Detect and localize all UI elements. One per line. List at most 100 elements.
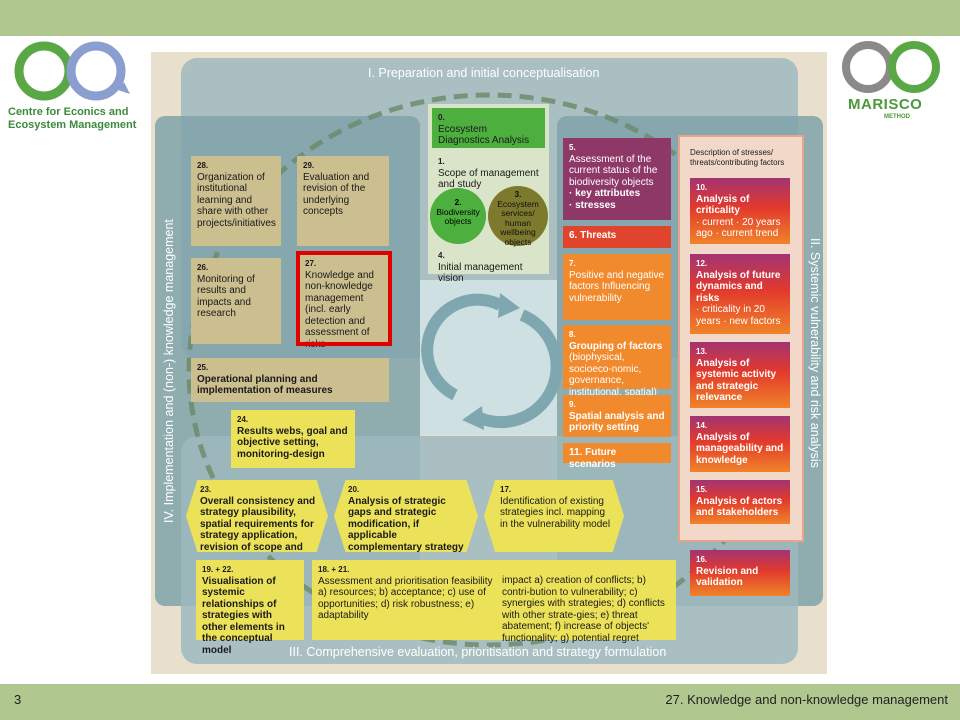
step-23: 23. Overall consistency and strategy pla… [186,480,328,552]
section-4-label: IV. Implementation and (non-) knowledge … [162,219,176,523]
step-14-text: Analysis of manageability and knowledge [696,431,784,466]
step-1-text: Scope of management and study [438,167,539,191]
step-9: 9. Spatial analysis and priority setting [563,395,671,437]
slide-number: 3 [14,692,22,707]
step-6: 6. Threats [563,226,671,248]
slide-title: 27. Knowledge and non-knowledge manageme… [665,692,948,707]
step-18-number: 18. + 21. [318,565,350,574]
section-3-label: III. Comprehensive evaluation, prioritis… [289,645,667,659]
step-10: 10. Analysis of criticality · current · … [690,178,790,244]
logo-text-line2: Ecosystem Management [8,119,137,131]
step-29-number: 29. [303,161,315,170]
step-20: 20. Analysis of strategic gaps and strat… [334,480,478,552]
step-17-number: 17. [500,485,512,494]
step-9-number: 9. [569,400,576,409]
step-13-number: 13. [696,347,708,356]
step-3: 3. Ecosystem services/ human wellbeing o… [488,186,548,246]
marisco-sub: METHOD [884,114,910,120]
step-19-number: 19. + 22. [202,565,234,574]
step-4-text: Initial management vision [438,261,523,285]
step-15: 15. Analysis of actors and stakeholders [690,480,790,524]
step-26-number: 26. [197,263,209,272]
step-0-number: 0. [438,113,445,122]
step-10-text: Analysis of criticality [696,193,750,217]
step-29: 29. Evaluation and revision of the under… [297,156,389,246]
marisco-name: MARISCO [848,96,923,113]
step-14: 14. Analysis of manageability and knowle… [690,416,790,472]
step-5-text: Assessment of the current status of the … [569,153,658,188]
step-16-text: Revision and validation [696,565,759,589]
section-1-label: I. Preparation and initial conceptualisa… [368,66,600,80]
step-28-number: 28. [197,161,209,170]
step-10-sub: · current · 20 years ago · current trend [696,216,781,240]
step-8-text: Grouping of factors [569,340,663,352]
step-18: 18. + 21. Assessment and prioritisation … [312,560,676,644]
step-8-sub: (biophysical, socioeco-nomic, governance… [569,352,657,398]
step-2-text: Biodiversity objects [436,206,480,226]
marisco-logo: MARISCO METHOD [836,38,956,128]
step-10-number: 10. [696,183,708,192]
step-12-number: 12. [696,259,708,268]
step-27-highlight [296,251,392,346]
step-24: 24. Results webs, goal and objective set… [231,410,355,468]
logo-text-line1: Centre for Econics and [8,106,129,118]
step-12-text: Analysis of future dynamics and risks [696,269,781,304]
step-18-text: Assessment and prioritisation feasibilit… [318,575,493,622]
step-11: 11. Future scenarios [563,443,671,470]
step-20-text: Analysis of strategic gaps and strategic… [348,495,464,553]
cycle-arrows-icon [421,293,563,430]
step-16-number: 16. [696,555,708,564]
step-1-number: 1. [438,157,445,166]
step-13-text: Analysis of systemic activity and strate… [696,357,777,404]
step-29-text: Evaluation and revision of the underlyin… [303,171,370,218]
step-7-number: 7. [569,259,576,268]
step-26-text: Monitoring of results and impacts and re… [197,273,255,320]
top-band [0,0,960,36]
step-3-text: Ecosystem services/ human wellbeing obje… [497,198,539,247]
step-5-bullet-1: · key attributes [569,188,641,199]
step-12-sub: · criticality in 20 years · new factors [696,304,781,327]
infinity-loop-icon [14,41,130,101]
step-5: 5. Assessment of the current status of t… [563,138,671,220]
step-1: 1. Scope of management and study [432,152,545,191]
step-14-number: 14. [696,421,708,430]
step-8: 8. Grouping of factors (biophysical, soc… [563,325,671,398]
step-25-number: 25. [197,363,209,372]
step-3-number: 3. [514,190,522,199]
step-2: 2. Biodiversity objects [430,188,486,244]
step-0: 0. Ecosystem Diagnostics Analysis [432,108,545,148]
step-5-number: 5. [569,143,576,152]
step-19: 19. + 22. Visualisation of systemic rela… [196,560,304,656]
step-9-text: Spatial analysis and priority setting [569,410,665,434]
step-4-number: 4. [438,251,445,260]
step-23-text: Overall consistency and strategy plausib… [200,495,316,553]
step-26: 26. Monitoring of results and impacts an… [191,258,281,344]
econics-logo: Centre for Econics and Ecosystem Managem… [6,38,146,138]
step-17-text: Identification of existing strategies in… [500,495,611,530]
step-27-number: 27. [305,259,317,268]
step-20-number: 20. [348,485,360,494]
step-0-text: Ecosystem Diagnostics Analysis [438,123,530,147]
step-23-number: 23. [200,485,212,494]
step-24-number: 24. [237,415,249,424]
step-7-text: Positive and negative factors Influencin… [569,269,665,304]
step-18-impact: impact a) creation of conflicts; b) cont… [502,575,665,644]
step-15-text: Analysis of actors and stakeholders [696,495,783,519]
step-13: 13. Analysis of systemic activity and st… [690,342,790,408]
marisco-loop-icon [842,41,940,93]
bottom-band [0,684,960,720]
step-4: 4. Initial management vision [432,246,545,284]
section-2-label: II. Systemic vulnerability and risk anal… [808,238,822,468]
step-15-number: 15. [696,485,708,494]
step-19-text: Visualisation of systemic relationships … [202,575,285,656]
description-header: Description of stresses/ threats/contrib… [690,148,785,167]
step-25-text: Operational planning and implementation … [197,373,333,397]
step-5-bullet-2: · stresses [569,199,616,211]
step-25: 25. Operational planning and implementat… [191,358,389,402]
step-16: 16. Revision and validation [690,550,790,596]
step-7: 7. Positive and negative factors Influen… [563,254,671,320]
step-28-text: Organization of institutional learning a… [197,171,276,229]
step-12: 12. Analysis of future dynamics and risk… [690,254,790,334]
step-24-text: Results webs, goal and objective setting… [237,425,348,460]
step-8-number: 8. [569,330,576,339]
